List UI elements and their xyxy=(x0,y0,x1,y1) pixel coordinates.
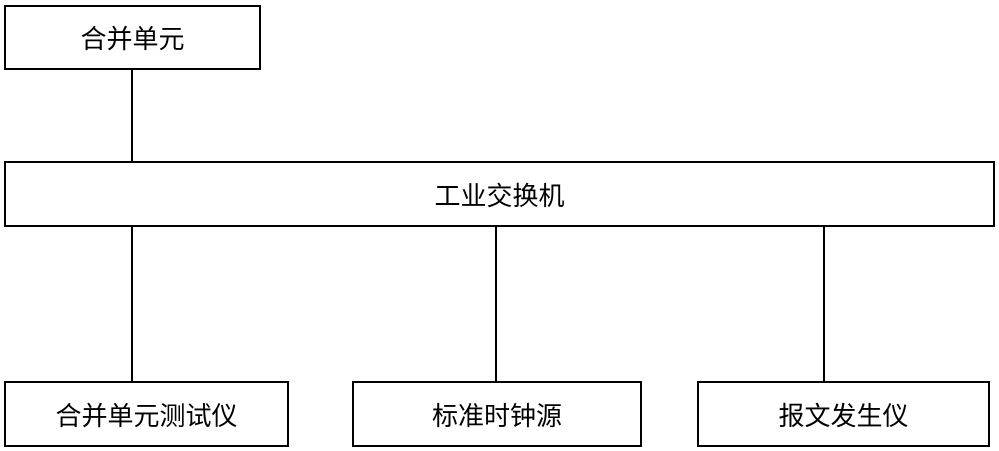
node-label: 标准时钟源 xyxy=(431,401,562,432)
node-label: 报文发生仪 xyxy=(778,401,909,432)
connector-switch-to-clock-source xyxy=(495,227,497,381)
connector-switch-to-tester xyxy=(131,227,133,381)
node-industrial-switch: 工业交换机 xyxy=(4,161,995,227)
node-merging-unit: 合并单元 xyxy=(4,5,261,70)
node-merging-unit-tester: 合并单元测试仪 xyxy=(4,381,289,447)
node-standard-clock-source: 标准时钟源 xyxy=(352,381,642,447)
connector-switch-to-message-generator xyxy=(823,227,825,381)
connector-merging-unit-to-switch xyxy=(131,70,133,161)
node-message-generator: 报文发生仪 xyxy=(697,381,990,447)
node-label: 工业交换机 xyxy=(434,181,565,212)
node-label: 合并单元 xyxy=(80,25,185,55)
node-label: 合并单元测试仪 xyxy=(55,401,238,432)
